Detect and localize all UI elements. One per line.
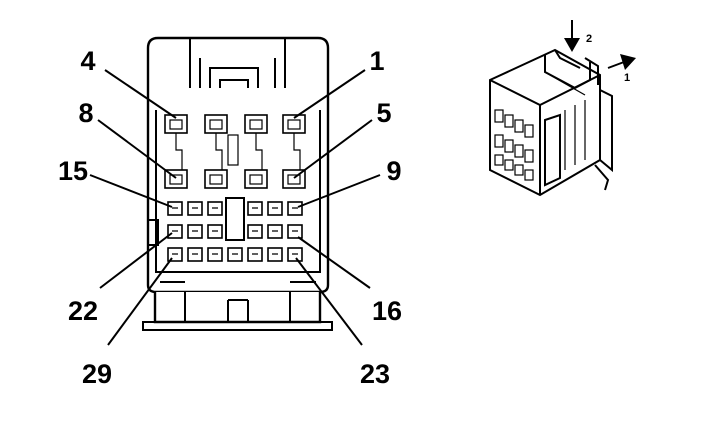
pin-label-29: 29 [82,359,112,389]
pin-label-9: 9 [386,156,401,186]
arrow-right-icon [607,54,636,70]
pin-label-8: 8 [78,98,93,128]
pin-label-23: 23 [360,359,390,389]
pin-label-5: 5 [376,98,391,128]
arrow-label-1: 1 [624,72,630,84]
connector-front-view: 4 1 8 5 15 9 22 16 29 23 [58,36,402,389]
arrow-label-2: 2 [586,33,592,45]
pin-label-1: 1 [369,46,384,76]
isometric-cavities [494,100,586,187]
pin-label-22: 22 [68,296,98,326]
pin-label-16: 16 [372,296,402,326]
pin-label-4: 4 [80,46,95,76]
leader-lines [89,69,381,346]
arrow-down-icon [564,20,580,52]
lower-cavity-grid [167,197,303,262]
pin-label-15: 15 [58,156,88,186]
connector-isometric-view: 2 1 [489,20,636,197]
